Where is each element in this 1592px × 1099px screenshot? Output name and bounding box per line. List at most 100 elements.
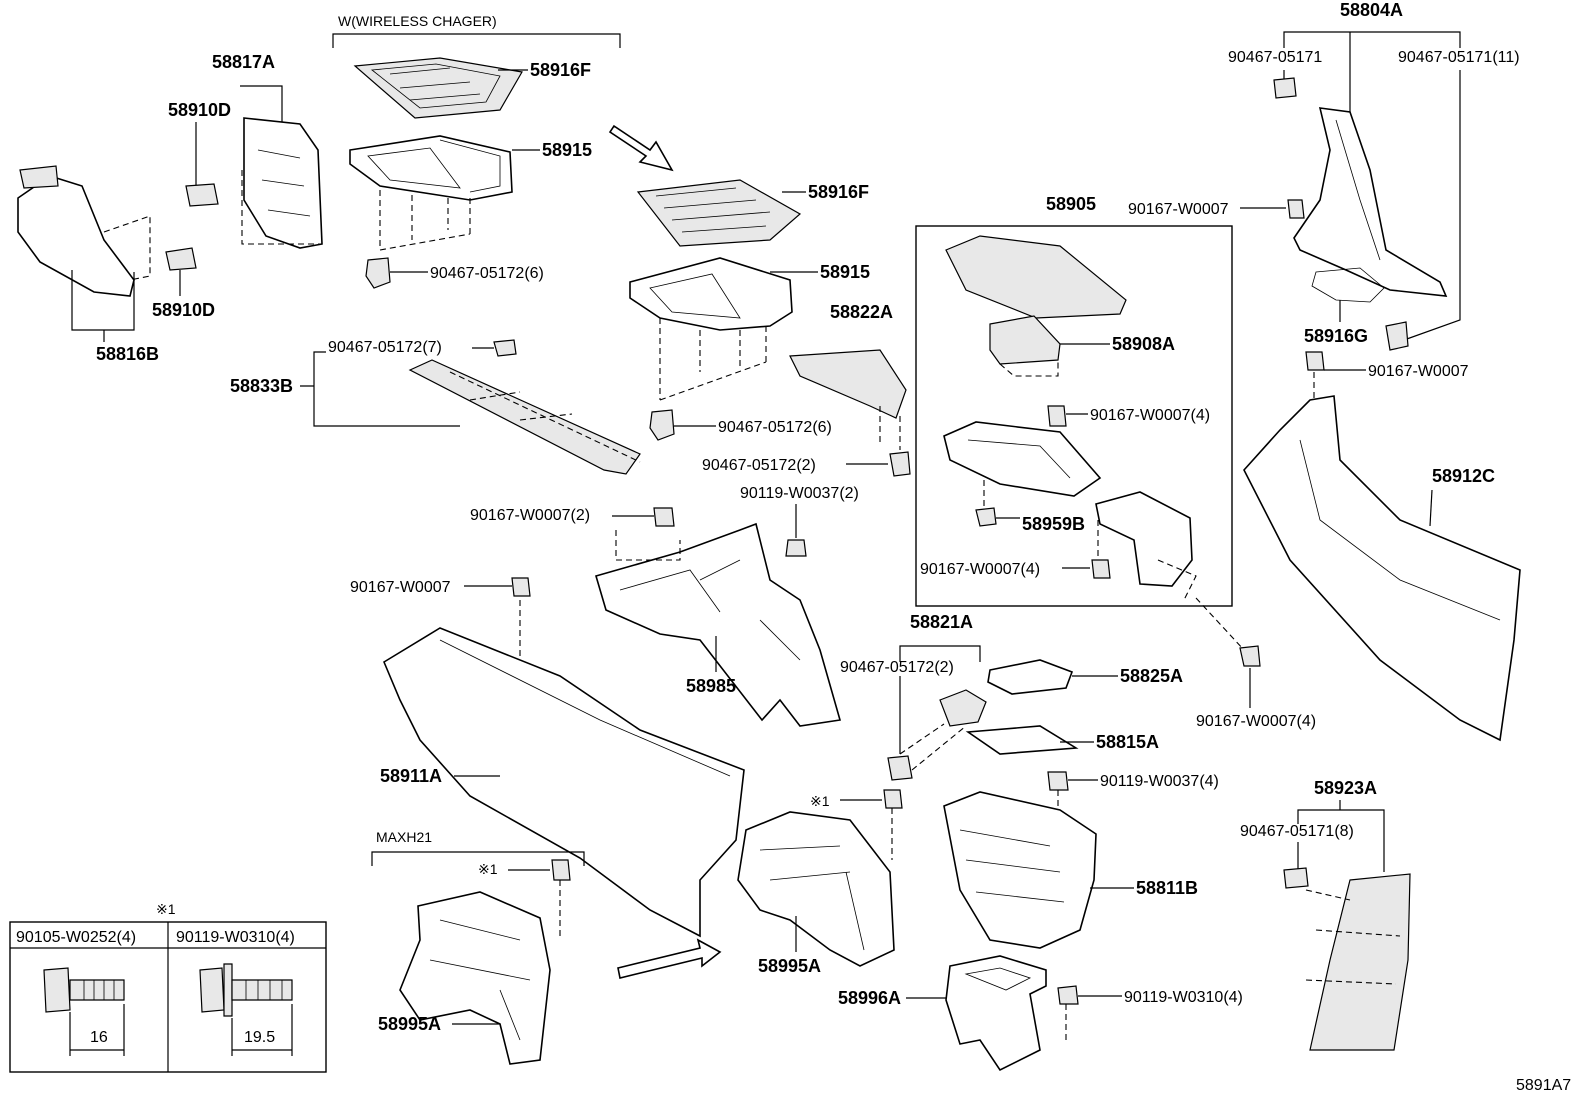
label-90467-05171: 90467-05171	[1228, 49, 1322, 66]
bolt-90167-W0007-a	[653, 507, 675, 527]
direction-arrow-bottom	[617, 938, 722, 979]
label-58816B: 58816B	[96, 344, 159, 364]
label-90467-05172-6b: 90467-05172(6)	[718, 419, 832, 436]
label-90167-W0007-a: 90167-W0007	[350, 579, 451, 596]
legend-col1-dim: 16	[90, 1029, 108, 1046]
part-58916F-upper	[353, 57, 523, 119]
part-58825A	[987, 659, 1074, 695]
label-90167-W0007-4a: 90167-W0007(4)	[1090, 407, 1210, 424]
part-58916F-lower	[636, 179, 802, 247]
label-58912C: 58912C	[1432, 466, 1495, 486]
clip-90467-05172-d	[889, 451, 911, 477]
part-58905-base	[943, 421, 1102, 497]
label-58833B: 58833B	[230, 376, 293, 396]
label-90467-05172-2a: 90467-05172(2)	[702, 457, 816, 474]
part-58905-lid	[945, 235, 1127, 319]
bolt-90167-W0007-f	[1305, 351, 1325, 371]
wireless-bracket	[332, 33, 621, 48]
figure-code: 5891A7	[1516, 1077, 1571, 1094]
label-90119-W0310-4: 90119-W0310(4)	[1124, 989, 1243, 1006]
part-58908A	[989, 315, 1061, 365]
label-90467-05172-6a: 90467-05172(6)	[430, 265, 544, 282]
label-90467-05172-7: 90467-05172(7)	[328, 339, 442, 356]
label-58915-b: 58915	[820, 262, 870, 282]
part-58915-lower	[629, 257, 793, 331]
label-58811B: 58811B	[1136, 878, 1198, 898]
label-90167-W0007-b: 90167-W0007	[1128, 201, 1229, 218]
clip-90467-05172-a	[365, 257, 391, 289]
label-58911A: 58911A	[380, 766, 442, 786]
label-58915-a: 58915	[542, 140, 592, 160]
part-58816B	[17, 165, 135, 297]
bolt-ref1-b	[883, 789, 903, 809]
label-58822A: 58822A	[830, 302, 893, 322]
part-58817A	[243, 117, 323, 249]
label-58995A-b: 58995A	[758, 956, 821, 976]
part-58996A	[945, 955, 1047, 1072]
legend-col2-dim: 19.5	[244, 1029, 275, 1046]
label-58908A: 58908A	[1112, 334, 1175, 354]
legend-col1-title: 90105-W0252(4)	[16, 929, 136, 946]
legend-header-mark: ※1	[156, 901, 176, 917]
clip-58910D-b	[165, 247, 197, 271]
bolt-90119-W0037-a	[785, 539, 807, 557]
part-58995A-center	[737, 811, 895, 967]
bolt-90167-W0007-g	[1239, 645, 1261, 667]
label-58923A: 58923A	[1314, 778, 1377, 798]
part-58912C	[1243, 395, 1521, 742]
label-58996A: 58996A	[838, 988, 901, 1008]
bolt-90119-W0310	[1057, 985, 1079, 1005]
label-58910D-a: 58910D	[168, 100, 231, 120]
label-90467-05172-2b: 90467-05172(2)	[840, 659, 954, 676]
label-90167-W0007-c: 90167-W0007	[1368, 363, 1469, 380]
part-58995A-left	[399, 891, 551, 1065]
label-58815A: 58815A	[1096, 732, 1159, 752]
label-58916F-a: 58916F	[530, 60, 591, 80]
bolt-90167-W0007-d	[1091, 559, 1111, 579]
label-58821A: 58821A	[910, 612, 973, 632]
part-58821A	[939, 689, 987, 727]
label-58916G: 58916G	[1304, 326, 1368, 346]
label-90167-W0007-4b: 90167-W0007(4)	[920, 561, 1040, 578]
part-58833B	[408, 359, 641, 475]
bolt-90167-W0007-e	[1287, 199, 1305, 219]
bolt-90167-W0007-c	[1047, 405, 1067, 427]
label-58916F-b: 58916F	[808, 182, 869, 202]
part-58915-upper	[349, 135, 513, 201]
label-58959B: 58959B	[1022, 514, 1085, 534]
clip-58910D-a	[185, 183, 219, 207]
label-90167-W0007-2: 90167-W0007(2)	[470, 507, 590, 524]
part-58815A	[965, 725, 1079, 755]
assembly-58905-box	[915, 225, 1233, 607]
label-58995A-a: 58995A	[378, 1014, 441, 1034]
part-58905-hinge	[1095, 491, 1193, 587]
label-58804A: 58804A	[1340, 0, 1403, 20]
part-58916G	[1311, 267, 1385, 303]
ref-mark-2: ※1	[810, 793, 830, 809]
label-90467-05171-8: 90467-05171(8)	[1240, 823, 1354, 840]
legend-col2-title: 90119-W0310(4)	[176, 929, 295, 946]
clip-58959B	[975, 507, 997, 527]
ref-mark-1: ※1	[478, 861, 498, 877]
clip-90467-05172-e	[887, 755, 913, 781]
bolt-90167-W0007-b	[511, 577, 531, 597]
part-58985	[595, 522, 842, 727]
part-58822A	[789, 349, 907, 419]
label-90167-W0007-4c: 90167-W0007(4)	[1196, 713, 1316, 730]
part-58923A	[1305, 873, 1411, 1051]
label-90119-W0037-2: 90119-W0037(2)	[740, 485, 859, 502]
label-58817A: 58817A	[212, 52, 275, 72]
label-58910D-b: 58910D	[152, 300, 215, 320]
wireless-charger-note: W(WIRELESS CHAGER)	[338, 13, 497, 29]
clip-90467-05172-b	[493, 339, 517, 357]
maxh21-note: MAXH21	[376, 829, 432, 845]
clip-90467-05172-c	[649, 409, 675, 441]
bolt-ref1-a	[551, 859, 571, 881]
bolt-90119-W0037-b	[1047, 771, 1069, 791]
clip-90467-05171-b	[1385, 321, 1409, 351]
legend-bolt-90119-W0310	[199, 963, 293, 1017]
label-58905: 58905	[1046, 194, 1096, 214]
clip-90467-05171-a	[1273, 77, 1297, 99]
part-58804A	[1293, 107, 1448, 297]
